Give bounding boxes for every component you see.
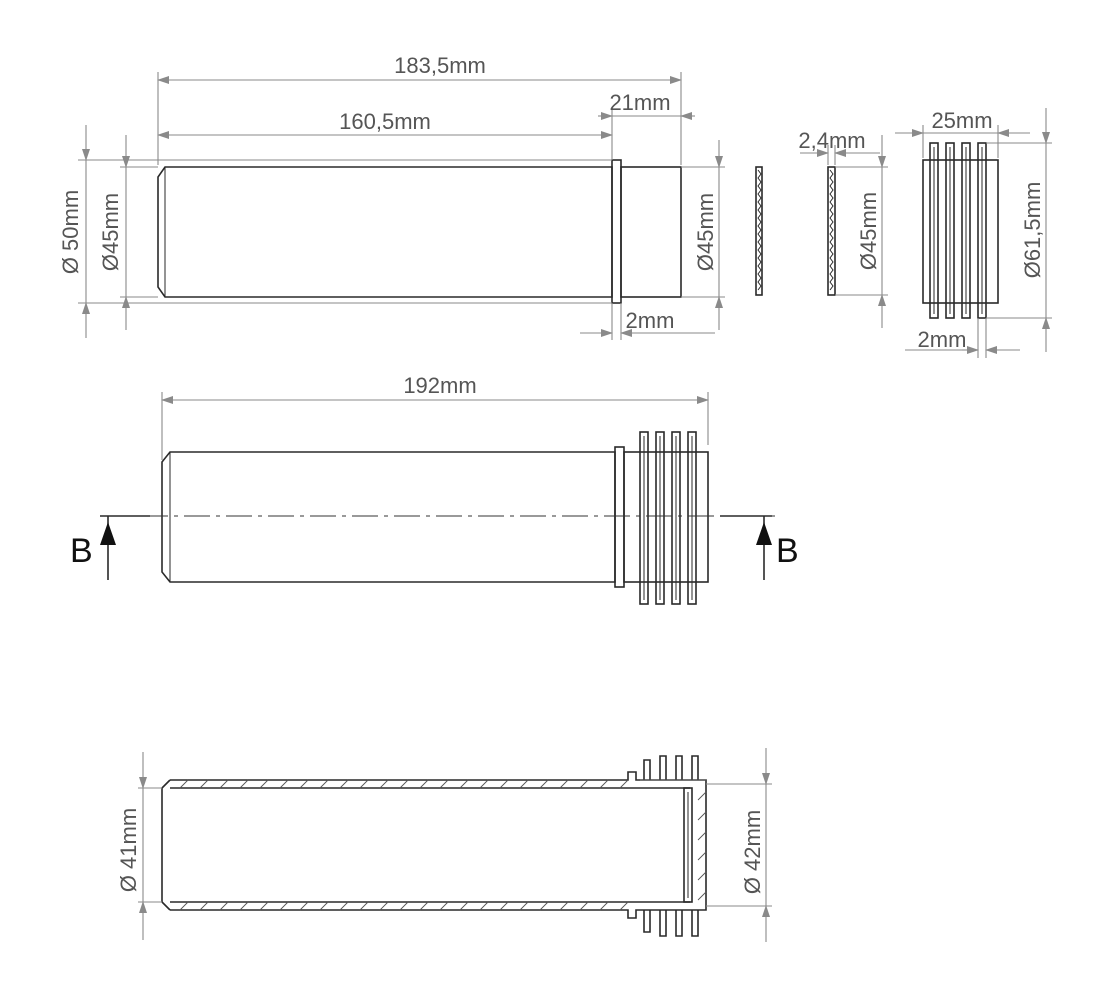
ribbed-sleeve [922,142,999,319]
label-flange-thickness: 2mm [626,308,675,333]
dim-overall-length: 183,5mm [157,53,682,165]
seal-ring-b [827,166,836,296]
dim-outer-diameter: Ø 50mm [58,125,612,338]
dim-rib-thickness: 2mm [905,318,1020,358]
dim-section-inner-diameter: Ø 41mm [116,752,162,940]
dim-seal-diameter: Ø45mm [835,135,888,328]
dim-inner-diameter: Ø45mm [98,135,158,330]
label-seal-diameter: Ø45mm [856,192,881,270]
pipe-top-view [157,159,682,304]
section-label-left: B [70,532,93,570]
label-sleeve-diameter: Ø61,5mm [1020,182,1045,279]
label-tube-length: 160,5mm [339,109,431,134]
label-seal-thickness: 2,4mm [798,128,865,153]
assembly-view [100,431,775,605]
dim-sleeve-length: 25mm [895,108,1030,158]
dim-socket-length: 21mm [598,90,695,160]
dim-socket-diameter: Ø45mm [681,140,725,330]
dim-flange-thickness: 2mm [580,303,715,340]
label-overall-length: 183,5mm [394,53,486,78]
dim-section-socket-diameter: Ø 42mm [706,748,772,942]
section-marker-right: B [720,515,799,580]
dim-tube-length: 160,5mm [157,109,613,139]
label-section-inner-diameter: Ø 41mm [116,808,141,892]
label-section-socket-diameter: Ø 42mm [740,810,765,894]
label-socket-length: 21mm [609,90,670,115]
label-assembly-length: 192mm [403,373,476,398]
label-sleeve-length: 25mm [931,108,992,133]
dim-seal-thickness: 2,4mm [798,128,880,165]
label-rib-thickness: 2mm [918,327,967,352]
label-socket-diameter: Ø45mm [693,193,718,271]
dim-sleeve-diameter: Ø61,5mm [986,108,1052,352]
section-label-right: B [776,532,799,570]
label-outer-diameter: Ø 50mm [58,190,83,274]
section-view [161,755,707,937]
seal-ring-a [755,166,763,296]
section-marker-left: B [70,515,150,580]
dim-assembly-length: 192mm [161,373,709,460]
label-inner-diameter: Ø45mm [98,193,123,271]
